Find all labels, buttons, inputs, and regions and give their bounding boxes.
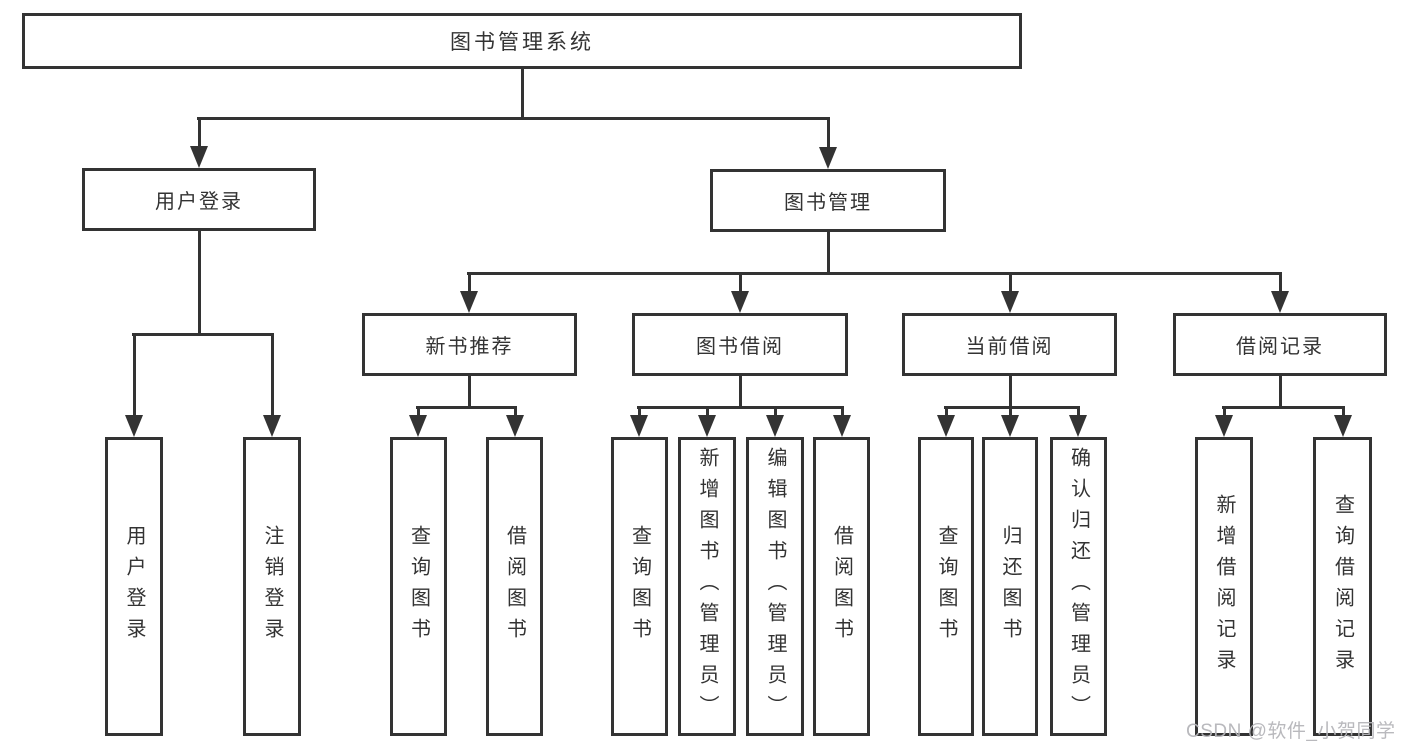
leaf-add-borrow-record: 新增借阅记录 xyxy=(1195,437,1253,736)
connector-to-leaf-user-login xyxy=(133,333,136,417)
arrowhead-leaf-borrow-2 xyxy=(833,415,851,437)
connector-to-leaf-return-books xyxy=(1009,406,1012,418)
connector-to-leaf-query-1 xyxy=(417,406,420,418)
connector-current-borrowing-stem xyxy=(1009,376,1012,409)
leaf-borrow-books-2-label: 借阅图书 xyxy=(830,524,853,649)
leaf-query-borrow-record: 查询借阅记录 xyxy=(1313,437,1372,736)
arrowhead-leaf-query-3 xyxy=(937,415,955,437)
leaf-edit-books-admin: 编辑图书（管理员） xyxy=(746,437,804,736)
node-current-borrowing-label: 当前借阅 xyxy=(965,336,1054,358)
connector-to-leaf-add-books xyxy=(706,406,709,418)
connector-user-login-branch xyxy=(132,333,274,336)
connector-to-current-borrowing xyxy=(1009,272,1012,294)
arrowhead-leaf-return-books xyxy=(1001,415,1019,437)
arrowhead-leaf-user-login xyxy=(125,415,143,437)
node-current-borrowing: 当前借阅 xyxy=(902,313,1117,376)
connector-user-login-stem xyxy=(198,231,201,336)
watermark-text: CSDN @软件_小贺同学 xyxy=(1186,721,1396,742)
connector-to-leaf-query-2 xyxy=(638,406,641,418)
arrowhead-leaf-query-2 xyxy=(630,415,648,437)
arrowhead-leaf-logout xyxy=(263,415,281,437)
connector-borrowing-records-stem xyxy=(1279,376,1282,409)
leaf-add-books-admin: 新增图书（管理员） xyxy=(678,437,736,736)
connector-to-leaf-borrow-1 xyxy=(514,406,517,418)
arrowhead-user-login xyxy=(190,146,208,168)
arrowhead-leaf-add-books xyxy=(698,415,716,437)
leaf-add-borrow-record-label: 新增借阅记录 xyxy=(1213,493,1235,680)
node-book-management: 图书管理 xyxy=(710,169,946,232)
leaf-borrow-books-1-label: 借阅图书 xyxy=(503,524,526,649)
node-root-label: 图书管理系统 xyxy=(450,31,594,54)
leaf-return-books-label: 归还图书 xyxy=(999,524,1021,649)
connector-to-leaf-borrow-2 xyxy=(841,406,844,418)
leaf-return-books: 归还图书 xyxy=(982,437,1038,736)
connector-to-leaf-confirm-return xyxy=(1077,406,1080,418)
arrowhead-current-borrowing xyxy=(1001,291,1019,313)
leaf-user-login-label: 用户登录 xyxy=(123,524,145,649)
node-new-book-recommendation-label: 新书推荐 xyxy=(425,336,514,358)
node-user-login-label: 用户登录 xyxy=(155,191,243,213)
node-new-book-recommendation: 新书推荐 xyxy=(362,313,577,376)
connector-new-book-branch xyxy=(416,406,517,409)
arrowhead-leaf-borrow-1 xyxy=(506,415,524,437)
leaf-confirm-return-admin: 确认归还（管理员） xyxy=(1050,437,1107,736)
connector-to-leaf-logout xyxy=(271,333,274,417)
node-borrowing-records-label: 借阅记录 xyxy=(1236,336,1324,358)
connector-borrowing-records-branch xyxy=(1222,406,1345,409)
leaf-logout-label: 注销登录 xyxy=(261,524,283,649)
connector-to-leaf-query-record xyxy=(1342,406,1345,418)
leaf-query-books-2-label: 查询图书 xyxy=(628,524,651,649)
arrowhead-book-management xyxy=(819,147,837,169)
connector-to-leaf-add-record xyxy=(1223,406,1226,418)
connector-to-new-book xyxy=(468,272,471,294)
node-user-login: 用户登录 xyxy=(82,168,316,231)
connector-to-leaf-query-3 xyxy=(945,406,948,418)
arrowhead-leaf-edit-books xyxy=(766,415,784,437)
node-root: 图书管理系统 xyxy=(22,13,1022,69)
connector-root-branch xyxy=(197,117,830,120)
connector-root-stem xyxy=(521,69,524,118)
node-book-management-label: 图书管理 xyxy=(784,192,872,214)
leaf-query-books-1: 查询图书 xyxy=(390,437,447,736)
arrowhead-book-borrowing xyxy=(731,291,749,313)
connector-to-user-login xyxy=(198,117,201,149)
leaf-borrow-books-1: 借阅图书 xyxy=(486,437,543,736)
leaf-user-login: 用户登录 xyxy=(105,437,163,736)
leaf-add-books-admin-label: 新增图书（管理员） xyxy=(696,447,718,726)
connector-book-management-branch xyxy=(467,272,1282,275)
leaf-query-books-1-label: 查询图书 xyxy=(407,524,430,649)
connector-to-book-borrowing xyxy=(739,272,742,294)
connector-current-borrowing-branch xyxy=(944,406,1080,409)
connector-book-borrowing-stem xyxy=(739,376,742,409)
arrowhead-leaf-query-1 xyxy=(409,415,427,437)
node-book-borrowing: 图书借阅 xyxy=(632,313,848,376)
leaf-query-books-3-label: 查询图书 xyxy=(935,524,957,649)
arrowhead-leaf-confirm-return xyxy=(1069,415,1087,437)
connector-to-book-management xyxy=(827,117,830,149)
connector-book-borrowing-branch xyxy=(637,406,844,409)
arrowhead-new-book xyxy=(460,291,478,313)
connector-new-book-stem xyxy=(468,376,471,409)
leaf-logout: 注销登录 xyxy=(243,437,301,736)
connector-to-borrowing-records xyxy=(1279,272,1282,294)
leaf-borrow-books-2: 借阅图书 xyxy=(813,437,870,736)
leaf-query-books-3: 查询图书 xyxy=(918,437,974,736)
leaf-edit-books-admin-label: 编辑图书（管理员） xyxy=(764,447,786,726)
arrowhead-borrowing-records xyxy=(1271,291,1289,313)
arrowhead-leaf-add-record xyxy=(1215,415,1233,437)
node-book-borrowing-label: 图书借阅 xyxy=(696,336,784,358)
leaf-query-borrow-record-label: 查询借阅记录 xyxy=(1331,493,1354,680)
leaf-confirm-return-admin-label: 确认归还（管理员） xyxy=(1067,447,1090,726)
connector-to-leaf-edit-books xyxy=(774,406,777,418)
node-borrowing-records: 借阅记录 xyxy=(1173,313,1387,376)
connector-book-management-stem xyxy=(827,232,830,275)
arrowhead-leaf-query-record xyxy=(1334,415,1352,437)
leaf-query-books-2: 查询图书 xyxy=(611,437,668,736)
